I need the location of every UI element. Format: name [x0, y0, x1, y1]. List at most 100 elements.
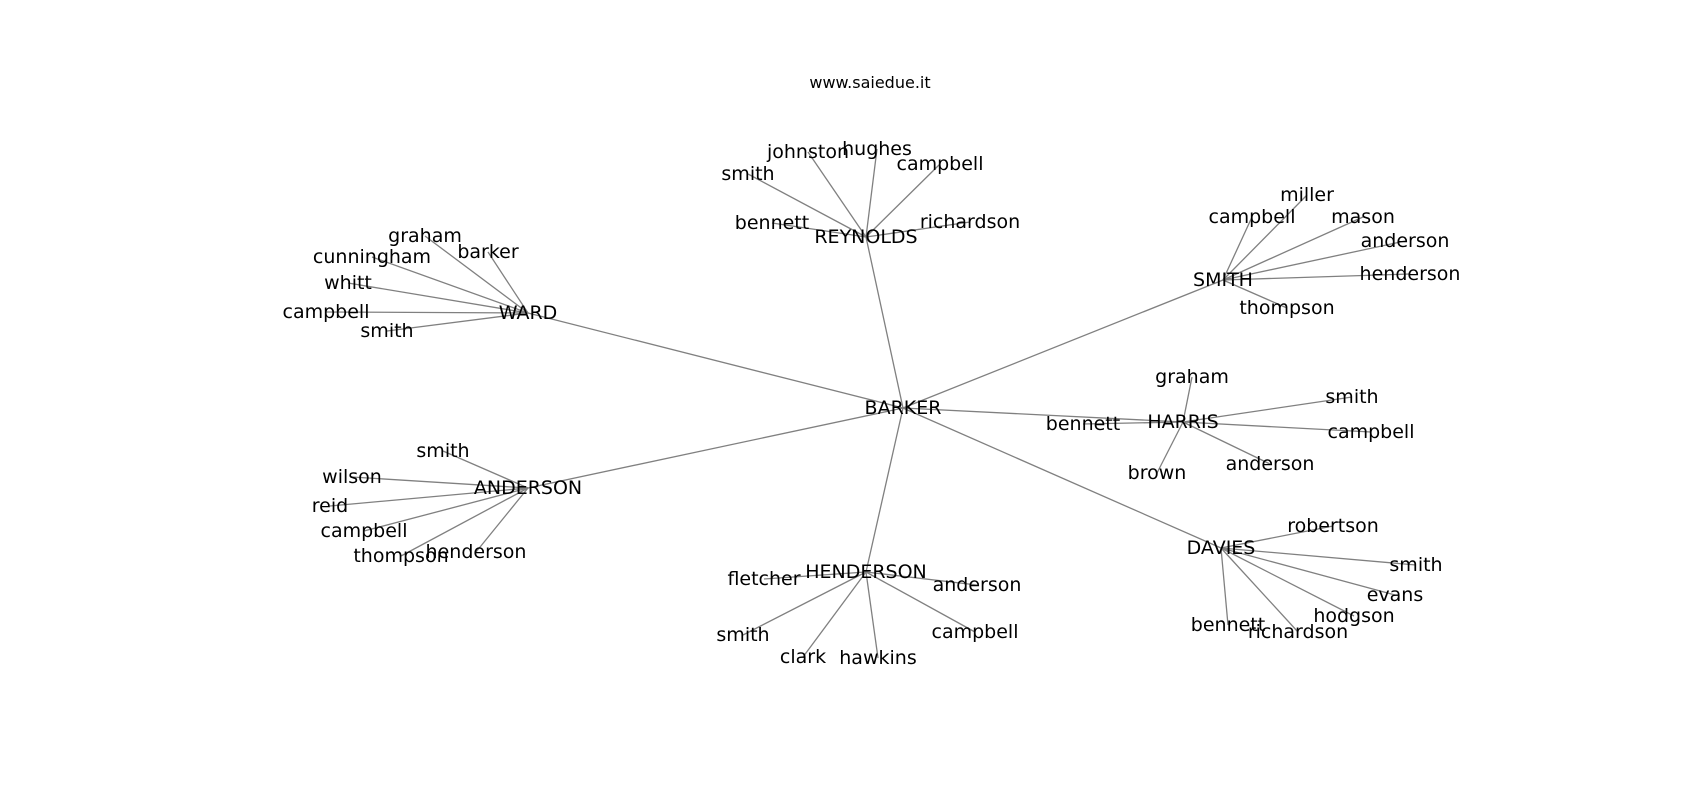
edge-harris-bennett — [1082, 421, 1184, 425]
edge-harris-graham — [1182, 376, 1193, 423]
leaf-node-label-ward-smith: smith — [360, 320, 413, 342]
leaf-node-label-ward-whitt: whitt — [324, 272, 372, 294]
hub-node-label-harris: HARRIS — [1147, 411, 1218, 433]
root-node-label: BARKER — [865, 397, 942, 419]
edge-ward-graham — [424, 235, 529, 314]
leaf-node-label-harris-campbell: campbell — [1328, 421, 1415, 443]
hub-node-label-reynolds: REYNOLDS — [814, 226, 917, 248]
leaf-node-label-henderson-fletcher: fletcher — [727, 568, 800, 590]
edge-smith-anderson — [1222, 240, 1406, 281]
leaf-node-label-harris-bennett: bennett — [1046, 413, 1120, 435]
leaf-node-label-anderson-henderson: henderson — [426, 541, 527, 563]
hub-node-label-ward: WARD — [499, 302, 558, 324]
edge-henderson-anderson — [865, 571, 978, 586]
edge-anderson-wilson — [351, 476, 529, 489]
leaf-node-label-reynolds-richardson: richardson — [920, 211, 1020, 233]
edge-henderson-hawkins — [865, 571, 879, 659]
leaf-node-label-anderson-campbell: campbell — [321, 520, 408, 542]
edge-smith-mason — [1222, 216, 1364, 281]
edge-root-anderson — [527, 407, 904, 489]
leaf-node-label-reynolds-campbell: campbell — [897, 153, 984, 175]
edge-ward-barker — [487, 251, 529, 314]
edge-ward-smith — [386, 312, 529, 332]
edge-harris-campbell — [1182, 421, 1372, 433]
leaf-node-label-davies-hodgson: hodgson — [1313, 605, 1394, 627]
edge-davies-richardson — [1220, 547, 1299, 633]
leaf-node-label-henderson-hawkins: hawkins — [839, 647, 916, 669]
leaf-node-label-ward-campbell: campbell — [283, 301, 370, 323]
leaf-node-label-davies-bennett: bennett — [1191, 614, 1265, 636]
edge-anderson-thompson — [400, 487, 529, 557]
edge-smith-thompson — [1222, 279, 1288, 309]
edge-anderson-reid — [329, 487, 529, 507]
leaf-node-label-davies-evans: evans — [1367, 584, 1424, 606]
labels-layer: BARKERREYNOLDSsmithjohnstonhughescampbel… — [283, 138, 1461, 669]
leaf-node-label-ward-barker: barker — [457, 241, 519, 263]
edge-smith-campbell — [1222, 216, 1253, 281]
edge-reynolds-bennett — [771, 222, 867, 238]
leaf-node-label-reynolds-bennett: bennett — [735, 212, 809, 234]
edge-davies-bennett — [1220, 547, 1229, 626]
hub-node-label-anderson: ANDERSON — [474, 477, 582, 499]
leaf-node-label-davies-richardson: richardson — [1248, 621, 1348, 643]
hub-node-label-henderson: HENDERSON — [805, 561, 927, 583]
leaf-node-label-anderson-reid: reid — [312, 495, 348, 517]
leaf-node-label-henderson-campbell: campbell — [932, 621, 1019, 643]
edge-ward-cunningham — [371, 256, 529, 314]
leaf-node-label-smith-miller: miller — [1280, 184, 1334, 206]
leaf-node-label-ward-cunningham: cunningham — [313, 246, 431, 268]
leaf-node-label-smith-henderson: henderson — [1360, 263, 1461, 285]
edge-harris-brown — [1156, 421, 1184, 474]
edge-henderson-smith — [742, 571, 867, 636]
leaf-node-label-henderson-clark: clark — [780, 646, 826, 668]
edge-anderson-henderson — [475, 487, 529, 553]
edge-reynolds-campbell — [865, 163, 941, 238]
edge-davies-robertson — [1220, 525, 1334, 549]
leaf-node-label-harris-anderson: anderson — [1226, 453, 1315, 475]
diagram-title: www.saiedue.it — [809, 73, 930, 92]
edges-layer — [325, 148, 1417, 659]
edge-davies-smith — [1220, 547, 1417, 566]
edge-harris-anderson — [1182, 421, 1271, 465]
edge-davies-evans — [1220, 547, 1396, 596]
edge-reynolds-smith — [747, 173, 867, 238]
leaf-node-label-reynolds-smith: smith — [721, 163, 774, 185]
leaf-node-label-reynolds-hughes: hughes — [842, 138, 912, 160]
edge-smith-miller — [1222, 194, 1308, 281]
leaf-node-label-ward-graham: graham — [388, 225, 462, 247]
edge-anderson-smith — [442, 450, 529, 489]
leaf-node-label-davies-robertson: robertson — [1287, 515, 1379, 537]
leaf-node-label-reynolds-johnston: johnston — [766, 141, 849, 163]
leaf-node-label-smith-anderson: anderson — [1361, 230, 1450, 252]
edge-root-henderson — [865, 407, 904, 573]
edge-root-ward — [527, 312, 904, 409]
edge-henderson-clark — [802, 571, 867, 658]
edge-root-harris — [902, 407, 1184, 423]
edge-reynolds-hughes — [865, 148, 878, 238]
edge-ward-whitt — [347, 282, 529, 314]
edge-root-reynolds — [865, 236, 904, 409]
edge-root-smith — [902, 279, 1224, 409]
leaf-node-label-anderson-thompson: thompson — [353, 545, 448, 567]
edge-harris-smith — [1182, 396, 1353, 423]
edge-ward-campbell — [325, 311, 529, 314]
edge-reynolds-johnston — [807, 151, 867, 238]
edge-davies-hodgson — [1220, 547, 1355, 617]
leaf-node-label-harris-smith: smith — [1325, 386, 1378, 408]
leaf-node-label-harris-graham: graham — [1155, 366, 1229, 388]
edge-anderson-campbell — [363, 487, 529, 532]
leaf-node-label-anderson-smith: smith — [416, 440, 469, 462]
edge-henderson-campbell — [865, 571, 976, 633]
edge-reynolds-richardson — [865, 221, 971, 238]
hub-node-label-davies: DAVIES — [1187, 537, 1256, 559]
leaf-node-label-henderson-anderson: anderson — [933, 574, 1022, 596]
edge-henderson-fletcher — [763, 571, 867, 580]
leaf-node-label-anderson-wilson: wilson — [322, 466, 382, 488]
leaf-node-label-henderson-smith: smith — [716, 624, 769, 646]
edge-smith-henderson — [1222, 273, 1411, 281]
leaf-node-label-davies-smith: smith — [1389, 554, 1442, 576]
leaf-node-label-smith-thompson: thompson — [1239, 297, 1334, 319]
leaf-node-label-smith-campbell: campbell — [1209, 206, 1296, 228]
hub-node-label-smith: SMITH — [1193, 269, 1253, 291]
